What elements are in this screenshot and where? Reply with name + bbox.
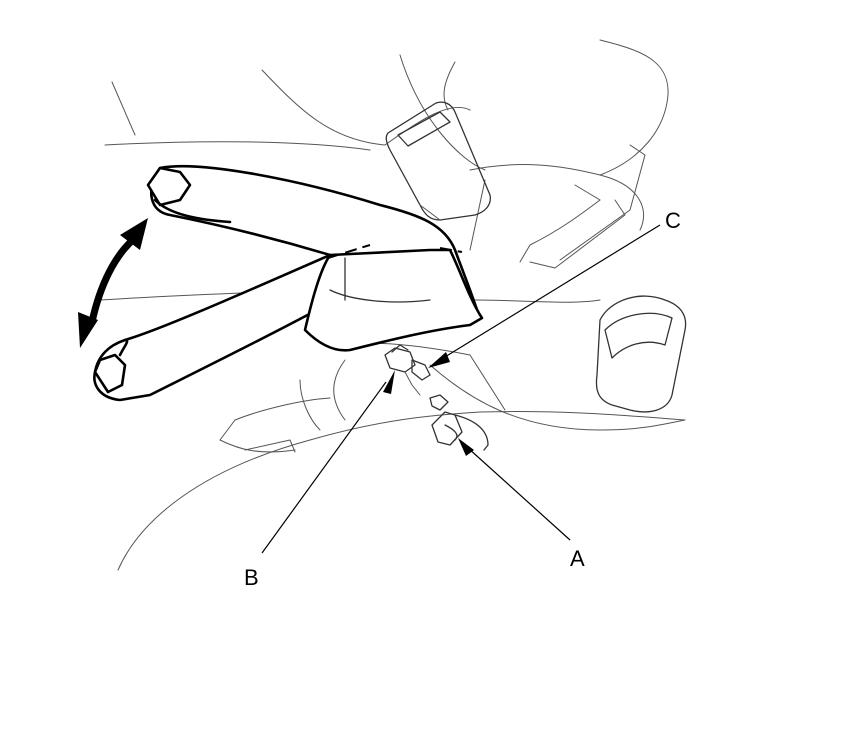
callout-a: A	[570, 546, 585, 571]
lever-lowered	[93, 253, 337, 402]
leader-a	[458, 438, 571, 541]
motion-arrow	[78, 218, 148, 348]
callout-c: C	[665, 208, 681, 233]
leader-b	[261, 370, 395, 554]
leader-c	[428, 224, 661, 368]
seat-belt-buckle-right	[595, 295, 687, 413]
callout-b: B	[244, 565, 259, 590]
harness-connector	[429, 394, 489, 451]
lever-housing	[303, 244, 484, 352]
seat-belt-buckle-upper	[385, 101, 491, 221]
switch-connector	[384, 344, 431, 396]
